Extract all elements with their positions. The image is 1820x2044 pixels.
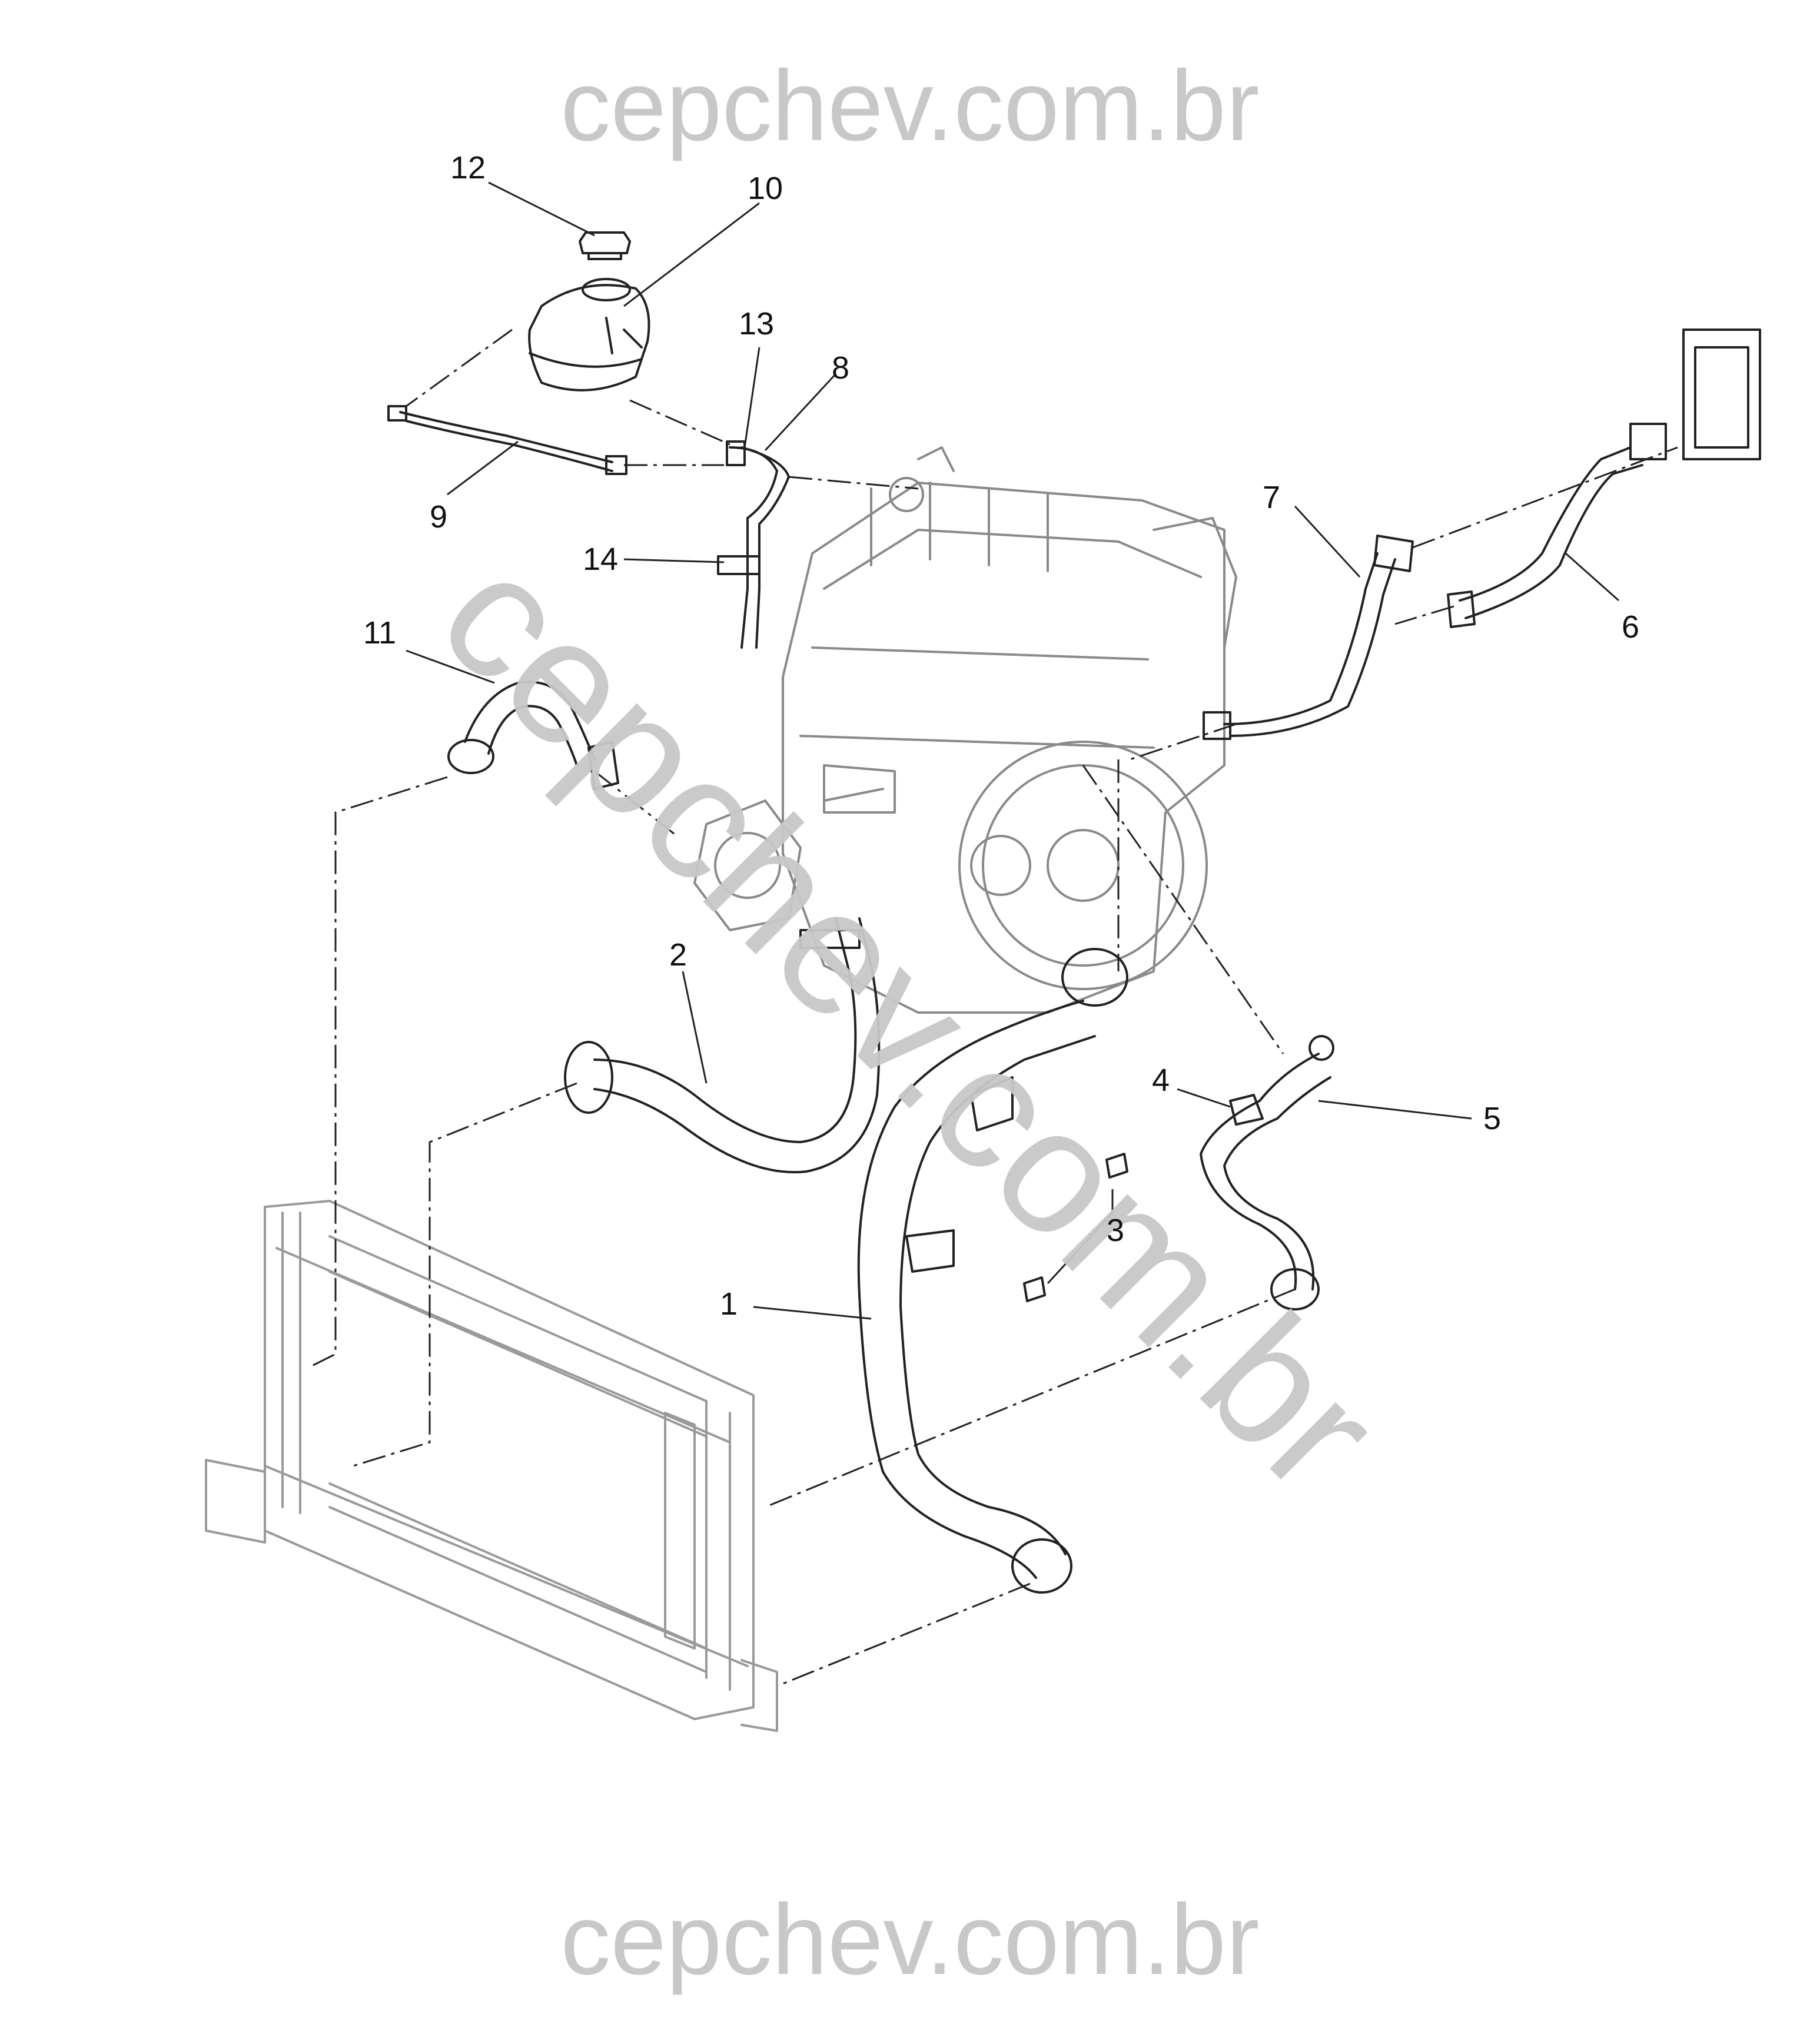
callout-7: 7 bbox=[1262, 480, 1281, 515]
watermark-bottom: cepchev.com.br bbox=[560, 1884, 1260, 1996]
hose-8 bbox=[717, 440, 790, 649]
hose-6 bbox=[1447, 328, 1761, 628]
hose-9 bbox=[387, 405, 627, 475]
hose-11 bbox=[447, 681, 619, 790]
callout-5: 5 bbox=[1483, 1101, 1502, 1136]
reservoir-cap bbox=[579, 231, 631, 260]
engine-block bbox=[693, 446, 1237, 1014]
watermark-top: cepchev.com.br bbox=[560, 50, 1260, 162]
callout-12: 12 bbox=[450, 150, 486, 185]
callout-4: 4 bbox=[1151, 1063, 1170, 1098]
hose-7 bbox=[1203, 535, 1414, 740]
leader-lines bbox=[406, 181, 1619, 1320]
assembly-lines bbox=[311, 328, 1678, 1685]
callout-14: 14 bbox=[582, 542, 619, 577]
callout-6: 6 bbox=[1621, 609, 1640, 645]
hose-5 bbox=[1200, 1035, 1334, 1310]
callout-9: 9 bbox=[429, 499, 448, 535]
callout-11: 11 bbox=[363, 615, 397, 651]
callout-8: 8 bbox=[831, 350, 850, 386]
callout-13: 13 bbox=[738, 306, 775, 341]
callout-2: 2 bbox=[669, 937, 688, 973]
hose-2 bbox=[564, 917, 881, 1174]
callout-3: 3 bbox=[1106, 1213, 1125, 1248]
coolant-reservoir bbox=[528, 278, 650, 391]
callout-10: 10 bbox=[747, 171, 783, 206]
bolt-3 bbox=[1023, 1153, 1128, 1302]
hose-1 bbox=[857, 948, 1128, 1594]
radiator-assembly bbox=[205, 1200, 778, 1732]
callout-1: 1 bbox=[719, 1286, 738, 1322]
